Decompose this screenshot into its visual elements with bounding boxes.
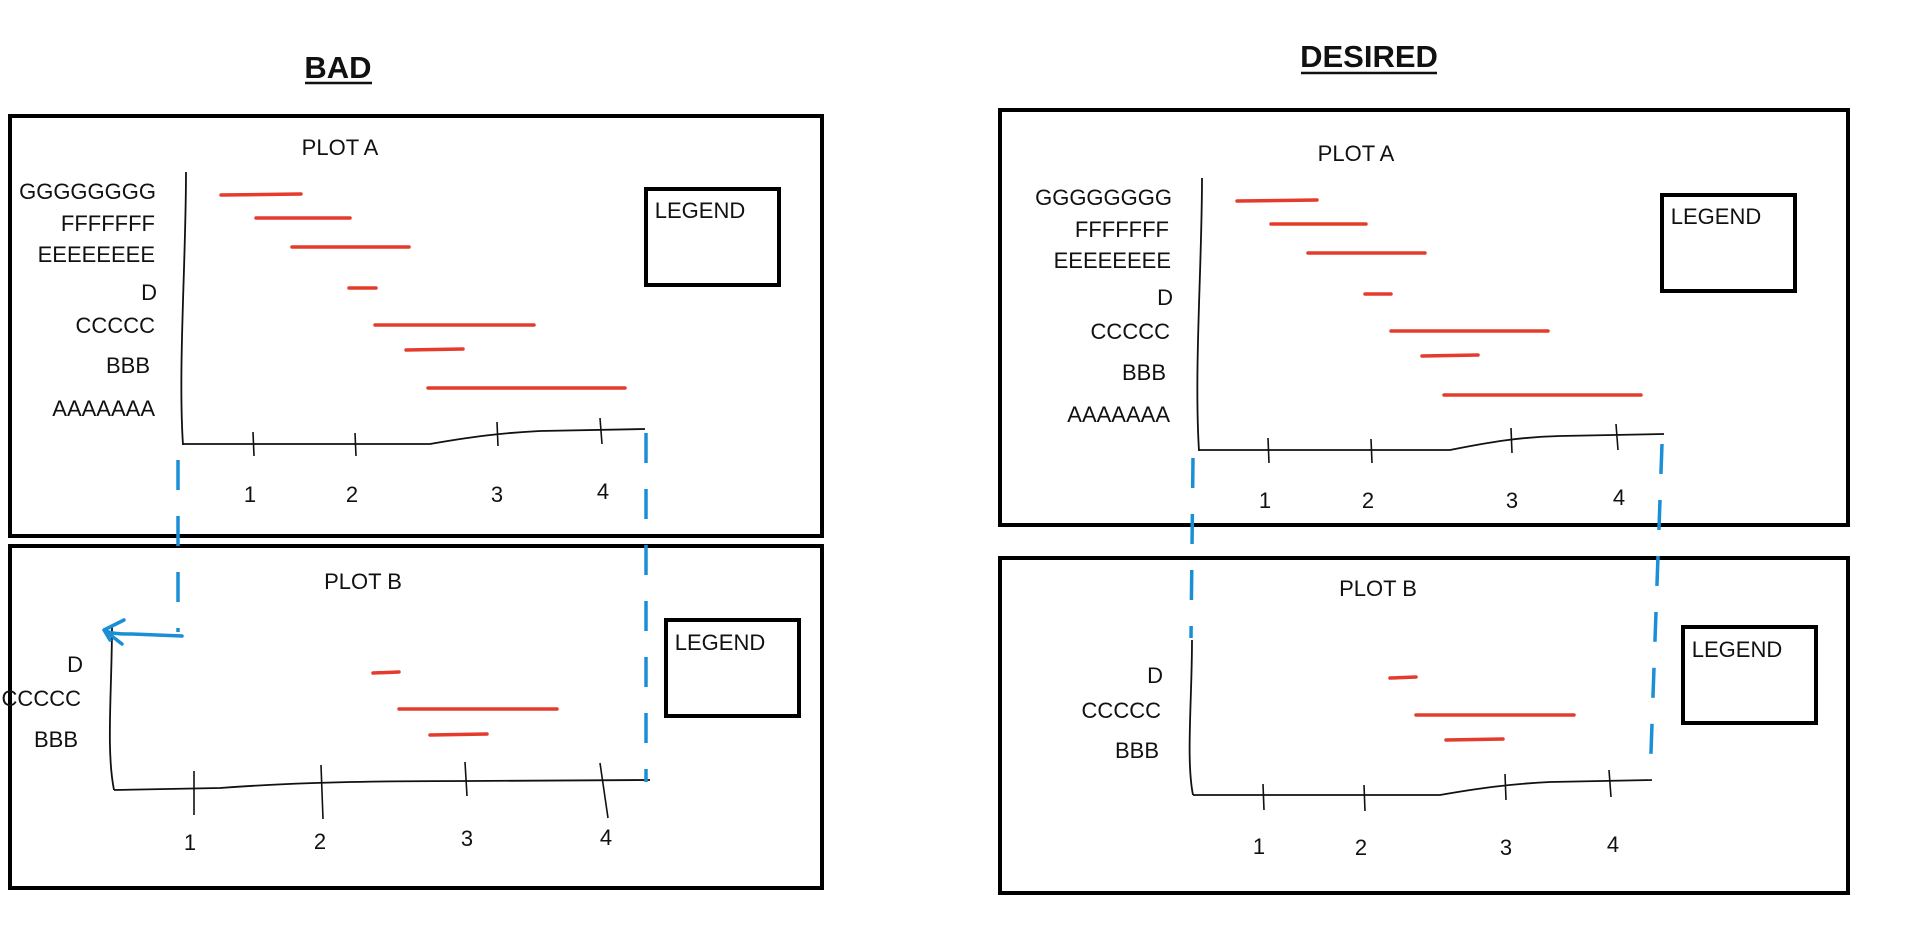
bad-plot-a-frame bbox=[8, 114, 824, 538]
x-tick bbox=[1510, 427, 1513, 454]
x-tick bbox=[1262, 783, 1265, 811]
category-label: CCCCC bbox=[2, 686, 82, 711]
x-tick-label: 4 bbox=[1607, 832, 1619, 857]
arrow-icon bbox=[102, 618, 184, 646]
y-axis bbox=[1196, 177, 1203, 452]
x-tick-label: 2 bbox=[1355, 835, 1367, 860]
x-tick-label: 2 bbox=[314, 829, 326, 854]
category-label: FFFFFFF bbox=[1075, 217, 1169, 242]
range-bar bbox=[404, 347, 465, 352]
desired-plot-a-legend-box bbox=[1660, 193, 1797, 293]
guide-line-right bbox=[1648, 443, 1664, 781]
desired-plot-b-title: PLOT B bbox=[1339, 576, 1417, 601]
category-label: D bbox=[67, 652, 83, 677]
heading-desired: DESIRED bbox=[1300, 39, 1438, 74]
category-label: CCCCC bbox=[76, 313, 156, 338]
x-tick-label: 2 bbox=[1362, 488, 1374, 513]
bad-plot-a-title: PLOT A bbox=[302, 135, 379, 160]
x-tick bbox=[599, 417, 603, 445]
category-label: BBB bbox=[106, 353, 150, 378]
desired-plot-a-title: PLOT A bbox=[1318, 141, 1395, 166]
heading-bad: BAD bbox=[304, 50, 371, 85]
range-bar bbox=[1388, 675, 1418, 680]
x-tick-label: 4 bbox=[597, 479, 609, 504]
category-label: D bbox=[1147, 663, 1163, 688]
x-tick bbox=[1608, 769, 1612, 798]
x-tick bbox=[1615, 423, 1619, 451]
category-label: BBB bbox=[1115, 738, 1159, 763]
category-label: AAAAAAA bbox=[1067, 402, 1170, 427]
x-axis bbox=[1193, 779, 1653, 796]
desired-plot-b-panel: PLOT B D CCCCC BBB 1 2 3 4 LEGEND bbox=[998, 556, 1850, 895]
bad-plot-b-panel: PLOT B D CCCCC BBB 1 2 3 4 LEGEND bbox=[2, 544, 824, 890]
range-bar bbox=[428, 732, 489, 737]
x-tick bbox=[1363, 784, 1366, 812]
range-bar bbox=[219, 192, 303, 197]
range-bar bbox=[1420, 353, 1480, 358]
category-label: FFFFFFF bbox=[61, 211, 155, 236]
y-axis bbox=[1188, 639, 1194, 796]
desired-plot-b-legend-box bbox=[1681, 625, 1818, 725]
y-axis bbox=[180, 171, 187, 446]
x-tick bbox=[354, 432, 357, 457]
y-axis bbox=[108, 624, 115, 791]
x-tick-label: 1 bbox=[244, 482, 256, 507]
category-label: EEEEEEEE bbox=[1054, 248, 1171, 273]
bad-plot-a-legend-label: LEGEND bbox=[655, 198, 745, 223]
x-tick bbox=[1267, 437, 1270, 464]
range-bar bbox=[1235, 198, 1319, 203]
bad-plot-a-panel: PLOT A GGGGGGGG FFFFFFF EEEEEEEE D CCCCC… bbox=[8, 114, 824, 538]
x-tick-label: 4 bbox=[1613, 485, 1625, 510]
x-tick bbox=[1370, 438, 1373, 464]
x-tick-label: 1 bbox=[1253, 834, 1265, 859]
x-tick-label: 3 bbox=[491, 482, 503, 507]
category-label: GGGGGGGG bbox=[1035, 185, 1172, 210]
desired-plot-b-frame bbox=[998, 556, 1850, 895]
desired-plot-b-legend-label: LEGEND bbox=[1692, 637, 1782, 662]
category-label: GGGGGGGG bbox=[19, 179, 156, 204]
category-label: CCCCC bbox=[1082, 698, 1162, 723]
x-tick bbox=[1504, 773, 1507, 801]
x-tick-label: 4 bbox=[600, 825, 612, 850]
category-label: D bbox=[141, 280, 157, 305]
x-tick-label: 2 bbox=[346, 482, 358, 507]
category-label: AAAAAAA bbox=[52, 396, 155, 421]
x-tick-label: 3 bbox=[461, 826, 473, 851]
x-tick bbox=[496, 421, 499, 447]
x-tick bbox=[252, 431, 255, 457]
range-bar bbox=[1444, 737, 1505, 742]
x-axis bbox=[183, 428, 646, 445]
range-bar bbox=[371, 670, 401, 675]
category-label: D bbox=[1157, 285, 1173, 310]
desired-alignment-guides bbox=[1189, 443, 1664, 781]
desired-plot-a-frame bbox=[998, 108, 1850, 527]
x-tick bbox=[320, 764, 324, 820]
x-tick bbox=[599, 762, 609, 819]
x-tick-label: 1 bbox=[1259, 488, 1271, 513]
bad-alignment-guides bbox=[102, 433, 648, 782]
desired-plot-a-legend-label: LEGEND bbox=[1671, 204, 1761, 229]
category-label: EEEEEEEE bbox=[38, 242, 155, 267]
category-label: CCCCC bbox=[1091, 319, 1171, 344]
x-axis bbox=[113, 779, 651, 791]
category-label: BBB bbox=[34, 727, 78, 752]
desired-plot-a-panel: PLOT A GGGGGGGG FFFFFFF EEEEEEEE D CCCCC… bbox=[998, 108, 1850, 527]
x-tick-label: 3 bbox=[1506, 488, 1518, 513]
x-axis bbox=[1199, 433, 1665, 451]
x-tick-label: 1 bbox=[184, 830, 196, 855]
x-tick bbox=[464, 761, 468, 797]
bad-plot-b-legend-box bbox=[664, 618, 801, 718]
x-tick-label: 3 bbox=[1500, 835, 1512, 860]
bad-plot-a-legend-box bbox=[644, 187, 781, 287]
guide-line-left bbox=[1189, 457, 1195, 639]
bad-plot-b-title: PLOT B bbox=[324, 569, 402, 594]
category-label: BBB bbox=[1122, 360, 1166, 385]
bad-plot-b-legend-label: LEGEND bbox=[675, 630, 765, 655]
bad-plot-b-frame bbox=[8, 544, 824, 890]
